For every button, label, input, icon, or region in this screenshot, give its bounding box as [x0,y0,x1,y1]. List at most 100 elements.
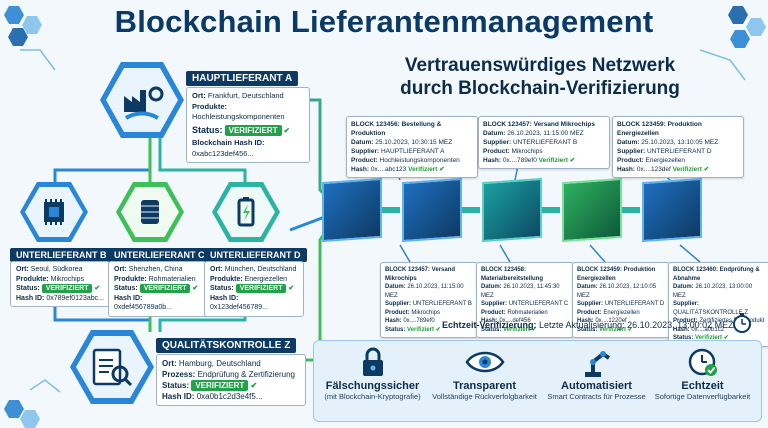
block-hash: 0x....789ef0 [502,157,537,164]
label-datum: Datum: [617,139,640,146]
check-icon: ✔ [569,157,576,164]
clock-check-icon [688,348,717,376]
label-status: Status: [210,285,234,292]
sub-supplier-d-produkte: Energiezellen [244,275,288,283]
decor-hexagon [4,6,24,24]
block-card-bottom: BLOCK 123460: Endprüfung & Abnahme Datum… [668,262,768,347]
block-cube [322,177,382,243]
block-datum: 25.10.2023, 13:10:05 MEZ [641,139,719,146]
label-ort: Ort: [162,359,177,368]
sub-supplier-b-produkte: Mikrochips [50,275,85,283]
label-datum: Datum: [673,284,694,290]
check-icon: ✔ [283,125,290,135]
label-hash: Hash ID: [16,294,45,302]
sub-supplier-d-info: Ort: München, Deutschland Produkte: Ener… [204,261,304,317]
label-hash: Hash: [351,166,370,173]
feature-subtitle: Sofortige Datenverfügbarkeit [654,392,751,401]
label-produkte: Produkte: [16,275,49,283]
block-datum: 25.10.2023, 10:30:15 MEZ [375,139,453,146]
eye-icon [464,351,505,373]
feature-realtime: Echtzeit Sofortige Datenverfügbarkeit [650,346,755,401]
quality-ort: Hamburg, Deutschland [178,359,261,368]
stopwatch-icon [733,313,751,333]
feature-title: Echtzeit [681,380,724,392]
sub-supplier-b-ort: Seoul, Südkorea [30,266,83,273]
label-datum: Datum: [385,284,406,290]
block-datum: 26.10.2023, 11:45:30 MEZ [481,284,560,299]
label-supplier: Supplier: [481,301,508,307]
main-supplier-hash: 0xabc123def456... [192,148,254,158]
main-supplier-produkte: Hochleistungskomponenten [192,112,285,121]
label-product: Product: [673,318,698,324]
block-product: Mikrochips [511,148,543,155]
label-hash: Hash: [617,166,636,173]
feature-subtitle: Smart Contracts für Prozesse [547,392,646,401]
main-supplier-info: Ort: Frankfurt, Deutschland Produkte: Ho… [186,87,310,163]
features-panel [313,340,762,422]
label-ort: Ort: [114,266,127,273]
block-datum: 26.10.2023, 12:10:05 MEZ [577,284,657,299]
block-card-top: BLOCK 123456: Bestellung & Produktion Da… [346,116,478,178]
label-produkte: Produkte: [192,101,228,111]
block-product: Rohmaterialien [507,309,548,316]
label-datum: Datum: [351,139,374,146]
label-hash: Hash: [385,318,402,324]
block-hash: 0x....789ef0 [403,318,435,324]
main-supplier-status-badge: VERIFIZIERT [224,124,282,136]
label-hash: Hash ID: [162,392,195,401]
quality-prozess: Endprüfung & Zertifizierung [197,370,295,379]
block-title: BLOCK 123456: Bestellung & Produktion [351,121,442,137]
subtitle-line-2: durch Blockchain-Verifizierung [400,78,680,99]
main-supplier-title: HAUPTLIEFERANT A [186,71,299,86]
feature-transparent: Transparent Vollständige Rückverfolgbark… [432,346,537,401]
feature-title: Automatisiert [561,380,632,392]
decor-hexagon [8,28,28,46]
check-icon: ✔ [288,285,295,292]
block-hash: 0x....1220ef [595,318,627,324]
block-status: Verifiziert [672,166,702,173]
label-status: Status: [192,124,223,135]
decor-hexagon [4,400,24,418]
check-icon: ✔ [703,166,710,173]
subtitle: Vertrauenswürdiges Netzwerk durch Blockc… [340,54,740,100]
sub-supplier-c-info: Ort: Shenzhen, China Produkte: Rohmateri… [108,261,208,317]
block-hash: 0x....def456 [499,318,531,324]
realtime-label: Echtzeit-Verifizierung: [442,320,537,330]
block-cube [562,177,622,243]
feature-title: Transparent [453,380,516,392]
sub-supplier-b-hash: 0x789ef0123abc... [46,294,104,302]
check-icon: ✔ [439,166,445,173]
label-ort: Ort: [192,91,206,100]
quality-hash: 0xa0b1c2d3e4f5... [196,392,263,401]
label-ort: Ort: [16,266,29,273]
block-card-bottom: BLOCK 123457: Versand Mikrochips Datum: … [380,262,478,338]
block-card-top: BLOCK 123457: Versand Mikrochips Datum: … [478,116,610,169]
label-hash: Blockchain Hash ID: [192,138,265,147]
block-title: BLOCK 123457: Versand Mikrochips [385,267,456,282]
label-ort: Ort: [210,266,223,273]
label-datum: Datum: [481,284,502,290]
check-icon: ✔ [250,381,258,390]
block-cube [642,177,702,243]
label-produkte: Produkte: [114,275,147,283]
check-icon: ✔ [627,326,633,333]
sub-supplier-b-title: UNTERLIEFERANT B [10,248,113,262]
block-supplier: HAUPTLIEFERANT A [380,148,445,155]
block-datum: 26.10.2023, 11:15:00 MEZ [507,130,584,137]
block-status: Verifiziert [408,166,438,173]
decor-hexagon [728,6,748,24]
block-product: Hochleistungskomponenten [379,157,460,164]
lock-icon [362,347,383,376]
label-product: Product: [481,309,506,316]
feature-subtitle: (mit Blockchain-Kryptografie) [324,392,421,401]
block-supplier: UNTERLIEFERANT B [412,301,472,307]
feature-tamper-proof: Fälschungssicher (mit Blockchain-Kryptog… [320,346,425,401]
block-hash: 0x....abc123 [370,166,407,173]
block-cube [482,177,542,243]
block-status: Verifiziert [599,326,627,333]
block-status: Verifiziert [538,157,568,164]
label-datum: Datum: [483,130,506,137]
label-product: Product: [351,157,378,164]
sub-supplier-c-hexagon-inner [121,187,179,237]
check-icon: ✔ [192,285,199,292]
